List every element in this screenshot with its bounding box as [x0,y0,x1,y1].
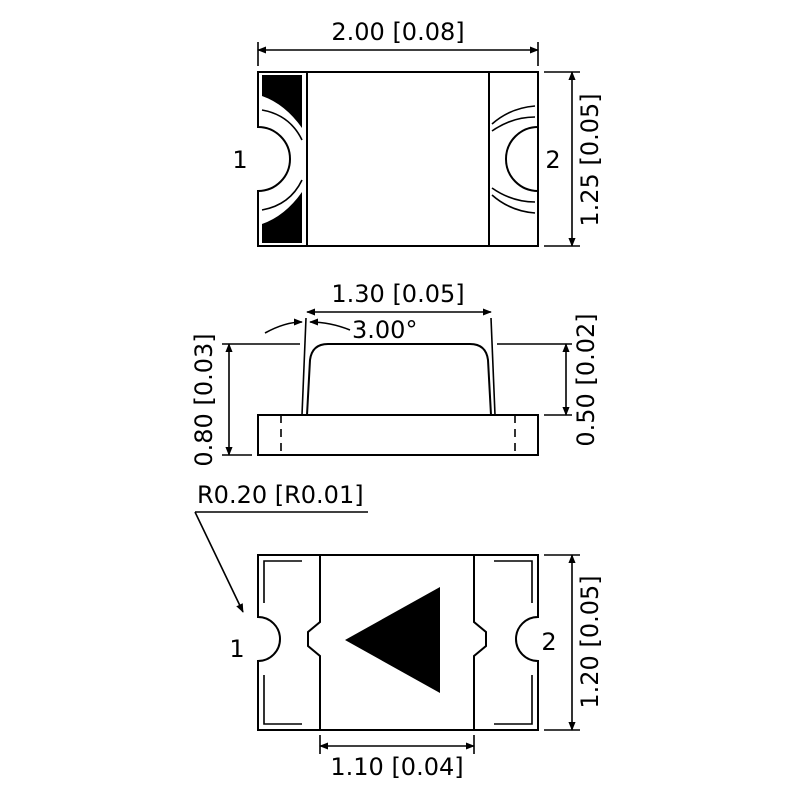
cathode-inner-arc-lower [261,179,303,211]
draft-angle-label: 3.00° [352,316,417,344]
bottom-left-pad [263,560,302,725]
draft-angle-arc-left [264,318,303,334]
side-base [257,414,539,456]
side-lens-height-dim-label: 0.50 [0.02] [572,313,600,446]
pad-gap-dim-label: 1.10 [0.04] [330,753,463,781]
bottom-right-pad-edge [473,555,487,730]
side-lens-width-dim-label: 1.30 [0.05] [331,280,464,308]
side-lens-edge-left [301,317,307,416]
cathode-mark-upper [262,75,302,128]
side-lens [306,343,492,416]
top-width-dim-label: 2.00 [0.08] [331,18,464,46]
top-right-notch [505,126,539,192]
cathode-mark-lower [262,192,302,243]
radius-callout-leader [194,511,244,613]
draft-angle-arc-right [309,318,351,331]
cathode-inner-arc-upper [261,109,303,141]
bottom-pin2-label: 2 [541,628,556,656]
bottom-left-pad-edge [307,555,321,730]
polarity-triangle [345,587,440,693]
bottom-right-pad [494,560,533,725]
bottom-height-dim-label: 1.20 [0.05] [576,575,604,708]
top-view: 1 2 2.00 [0.08] 1.25 [0.05] [232,18,604,247]
top-pin2-label: 2 [545,146,560,174]
top-pin1-label: 1 [232,146,247,174]
side-view: 1.30 [0.05] 3.00° 0.80 [0.03] 0.50 [0.02… [190,280,600,467]
top-right-arc-lower-2 [491,187,536,203]
bottom-body-outline [257,554,539,731]
top-right-arc-lower [491,194,536,214]
side-lens-edge-right [490,317,496,416]
top-height-dim-label: 1.25 [0.05] [576,93,604,226]
top-body-outline [257,71,539,247]
side-total-height-dim-label: 0.80 [0.03] [190,333,218,466]
radius-callout-label: R0.20 [R0.01] [197,481,364,509]
bottom-view: 1 2 R0.20 [R0.01] 1.10 [0.04] 1.20 [0.05… [194,481,604,781]
top-right-arc-upper [491,105,536,125]
bottom-pin1-label: 1 [229,635,244,663]
top-right-arc-upper-2 [491,116,536,132]
